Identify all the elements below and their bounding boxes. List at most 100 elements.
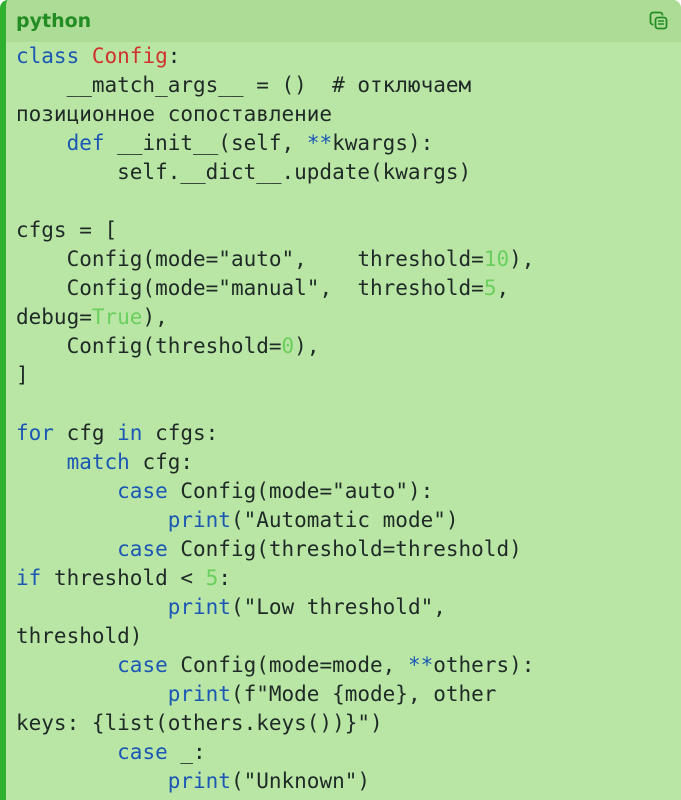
code-line: print(f"Mode {mode}, other [16, 680, 681, 709]
code-token: 0 [281, 334, 295, 358]
code-line: class Config: [16, 42, 681, 71]
code-token: "auto" [332, 479, 408, 503]
code-token: ] [16, 363, 29, 387]
code-token: __init__(self, [104, 131, 307, 155]
code-token: kwargs): [332, 131, 434, 155]
code-token: case [117, 537, 168, 561]
code-line: for cfg in cfgs: [16, 419, 681, 448]
code-line: Config(mode="auto", threshold=10), [16, 245, 681, 274]
code-line: def __init__(self, **kwargs): [16, 129, 681, 158]
code-token: cfgs = [ [16, 218, 118, 242]
code-token: "auto" [218, 247, 295, 271]
code-token: Config(threshold= [16, 334, 282, 358]
code-token: _: [167, 740, 206, 764]
code-token: , [496, 276, 510, 300]
copy-icon-graphic [649, 11, 668, 30]
code-token: ** [306, 131, 333, 155]
code-token: ) [357, 769, 371, 793]
code-line: Config(mode="manual", threshold=5, [16, 274, 681, 303]
copy-icon[interactable] [647, 9, 671, 33]
code-token [16, 537, 117, 561]
code-line: match cfg: [16, 448, 681, 477]
code-token: Config [91, 44, 168, 68]
code-token: , threshold= [294, 247, 484, 271]
code-token [16, 131, 67, 155]
code-token: "Low threshold" [243, 595, 434, 619]
code-token: self.__dict__.update(kwargs) [16, 160, 472, 184]
code-token [16, 740, 117, 764]
code-line: __match_args__ = () # отключаем [16, 71, 681, 100]
code-token: , threshold= [319, 276, 484, 300]
code-token: case [117, 740, 168, 764]
code-token: : [218, 566, 231, 590]
code-token: threshold < [41, 566, 206, 590]
code-token: , [433, 595, 446, 619]
code-token: ( [230, 508, 244, 532]
code-line: self.__dict__.update(kwargs) [16, 158, 681, 187]
code-token: def [66, 131, 105, 155]
code-token: class [16, 44, 80, 68]
code-token [16, 653, 117, 677]
code-token [16, 595, 168, 619]
code-line [16, 187, 681, 216]
code-token: threshold) [16, 624, 143, 648]
code-token: True [91, 305, 143, 329]
code-token: "manual" [218, 276, 320, 300]
code-line: print("Automatic mode") [16, 506, 681, 535]
code-token: case [117, 479, 168, 503]
code-token [16, 769, 168, 793]
code-token: ), [142, 305, 168, 329]
code-line: print("Low threshold", [16, 593, 681, 622]
code-token: cfg [53, 421, 118, 445]
code-token: Config(mode= [16, 247, 219, 271]
code-line: ] [16, 361, 681, 390]
code-token: if [16, 566, 42, 590]
code-line: case Config(threshold=threshold) [16, 535, 681, 564]
code-line: if threshold < 5: [16, 564, 681, 593]
code-line: Config(threshold=0), [16, 332, 681, 361]
code-token [16, 479, 117, 503]
code-line: cfgs = [ [16, 216, 681, 245]
code-line: keys: {list(others.keys())}") [16, 709, 681, 738]
code-line: debug=True), [16, 303, 681, 332]
code-token: Config(mode= [167, 479, 333, 503]
code-content: class Config: __match_args__ = () # откл… [6, 42, 681, 796]
code-token: "Unknown" [243, 769, 358, 793]
code-block-header: python [6, 0, 681, 42]
code-token: позиционное сопоставление [16, 102, 333, 126]
code-line: case Config(mode="auto"): [16, 477, 681, 506]
code-token: print [167, 682, 231, 706]
code-token: 5 [483, 276, 497, 300]
code-token: __match_args__ = () # отключаем [16, 73, 472, 97]
code-token: ) [445, 508, 459, 532]
code-token [16, 682, 168, 706]
code-token: print [167, 769, 231, 793]
code-token [79, 44, 92, 68]
code-token: Config(threshold=threshold) [167, 537, 522, 561]
code-token: 5 [205, 566, 219, 590]
code-token: : [167, 44, 181, 68]
code-token [16, 508, 168, 532]
code-token: ( [230, 595, 244, 619]
code-token: print [167, 595, 231, 619]
code-token: ** [407, 653, 434, 677]
code-token: in [117, 421, 143, 445]
code-line [16, 390, 681, 419]
code-token: ): [407, 479, 434, 503]
code-token: ( [230, 769, 244, 793]
code-line: case _: [16, 738, 681, 767]
code-token: match [66, 450, 130, 474]
code-token: Config(mode=mode, [167, 653, 408, 677]
code-token: cfg: [129, 450, 194, 474]
code-token: others): [433, 653, 535, 677]
language-label: python [16, 10, 92, 32]
code-token: ) [370, 711, 383, 735]
code-token: case [117, 653, 168, 677]
code-token: 10 [483, 247, 510, 271]
code-token: cfgs: [142, 421, 219, 445]
code-token: for [16, 421, 54, 445]
code-line: case Config(mode=mode, **others): [16, 651, 681, 680]
code-token: "Mode {mode}, other [256, 682, 497, 706]
code-token: debug= [16, 305, 92, 329]
